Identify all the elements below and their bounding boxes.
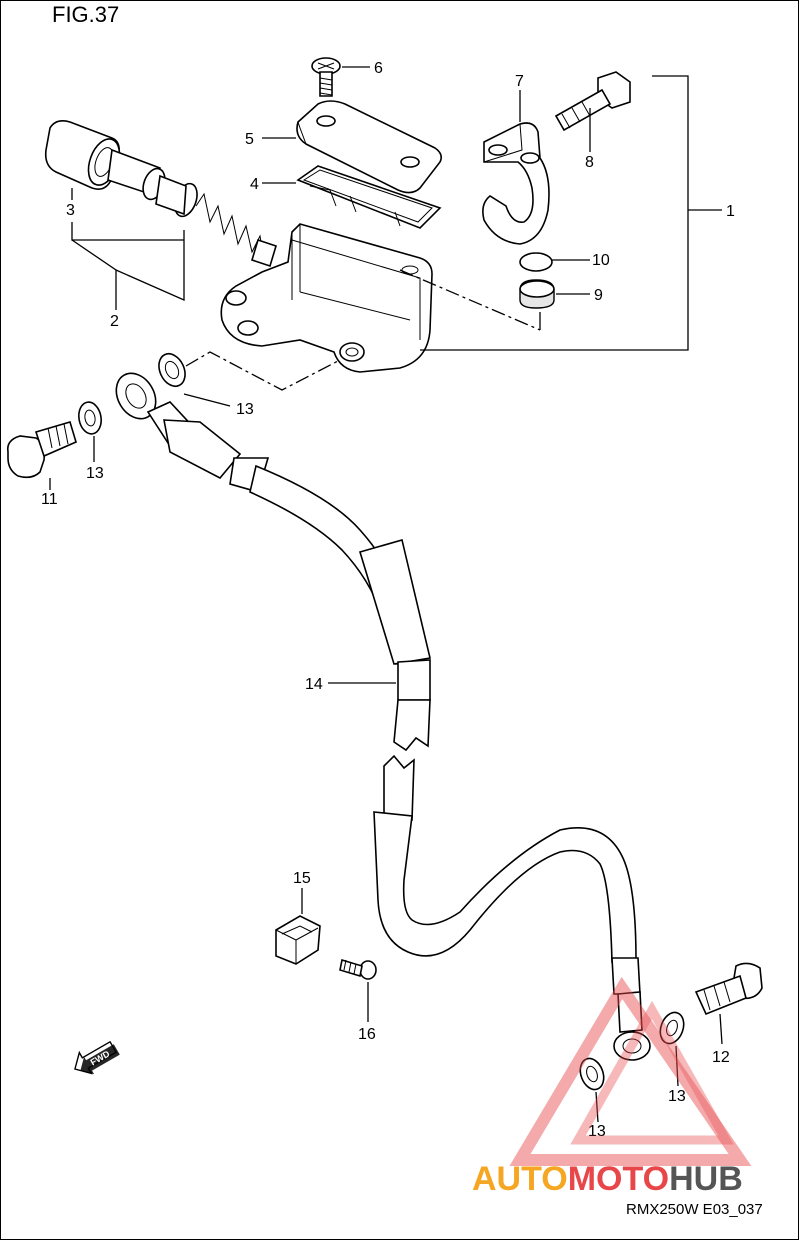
part-13-washer-lower-left <box>579 1057 605 1091</box>
watermark-triangle-outer <box>509 976 752 1166</box>
leader-lines <box>49 66 723 1123</box>
part-3-boot-piston <box>44 120 277 268</box>
figure-title: FIG.37 <box>52 2 119 27</box>
part-10-washer <box>519 252 553 272</box>
callout-3: 3 <box>66 202 75 219</box>
callout-14: 14 <box>305 676 323 693</box>
callout-13-left: 13 <box>86 465 104 482</box>
callout-11: 11 <box>41 491 58 508</box>
drawing-code: RMX250W E03_037 <box>626 1201 763 1218</box>
callout-13-lower-left: 13 <box>588 1123 606 1140</box>
callout-10: 10 <box>592 252 610 269</box>
callout-16: 16 <box>358 1026 376 1043</box>
part-8-clamp-bolt <box>554 71 631 132</box>
part-15-clip <box>275 915 321 965</box>
part-6-screw <box>311 57 341 97</box>
watermark-text: AUTOMOTOHUB <box>472 1160 743 1198</box>
callout-7: 7 <box>515 73 524 90</box>
part-13-washer-upper <box>158 352 186 388</box>
part-14-hose-lower <box>373 754 651 1061</box>
part-16-screw <box>339 958 377 980</box>
fwd-arrow-icon: FWD <box>74 1040 120 1075</box>
part-5-reservoir-cap <box>296 100 442 194</box>
callout-5: 5 <box>245 131 254 148</box>
callout-13-upper: 13 <box>236 401 254 418</box>
master-cylinder-body <box>220 223 433 373</box>
callout-2: 2 <box>110 313 119 330</box>
callout-12: 12 <box>712 1049 730 1066</box>
callout-13-lower-right: 13 <box>668 1088 686 1105</box>
part-4-diaphragm <box>296 165 442 229</box>
axis-line-banjo <box>185 351 341 391</box>
part-13-washer-lower-right <box>659 1011 685 1045</box>
callout-4: 4 <box>250 176 259 193</box>
axis-line-cap <box>399 269 541 331</box>
callout-8: 8 <box>585 154 594 171</box>
part-9-cap <box>519 279 555 309</box>
callout-1: 1 <box>726 203 735 220</box>
part-1-bracket <box>420 75 722 351</box>
callout-6: 6 <box>374 60 383 77</box>
watermark-logo <box>509 976 752 1166</box>
part-14-hose-upper <box>115 372 431 752</box>
part-11-banjo-bolt <box>6 421 77 479</box>
watermark-triangle-inner <box>570 1000 734 1145</box>
part-12-banjo-bolt <box>694 962 763 1016</box>
part-13-washer-left <box>78 401 102 435</box>
callout-9: 9 <box>594 287 603 304</box>
part-7-clamp <box>482 122 550 245</box>
callout-15: 15 <box>293 870 311 887</box>
